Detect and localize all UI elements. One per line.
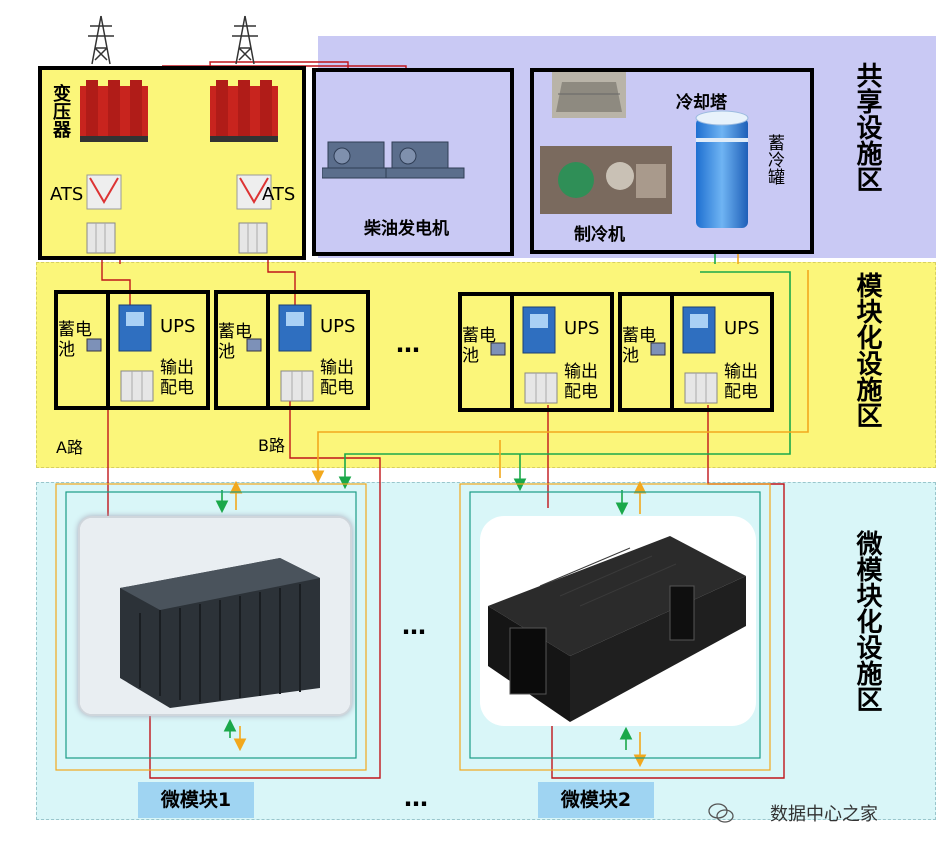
ups-icon [682, 306, 716, 354]
cooling-tower-icon [552, 72, 626, 118]
transformer-icon [80, 80, 148, 142]
output-label: 输出配电 [320, 358, 354, 398]
footer-ellipsis: … [404, 784, 430, 812]
module-divider [106, 294, 110, 406]
module-box-3 [458, 292, 614, 412]
containment-aisle-icon [488, 536, 746, 722]
power-tower-icon [88, 15, 114, 65]
ups-label: UPS [724, 318, 760, 339]
wechat-icon [708, 803, 734, 823]
module-divider [670, 296, 674, 408]
module-box-2 [214, 290, 370, 410]
battery-icon [86, 338, 102, 352]
micro-module-2-image [480, 516, 756, 726]
cabinet-icon [86, 222, 116, 254]
battery-icon [246, 338, 262, 352]
micro-ellipsis: … [402, 612, 428, 640]
output-cabinet-icon [280, 370, 314, 402]
cold-storage-tank-icon [695, 110, 749, 228]
output-cabinet-icon [684, 372, 718, 404]
transformer-icon [210, 80, 278, 142]
ups-label: UPS [160, 316, 196, 337]
output-label: 输出配电 [724, 362, 758, 402]
battery-label: 蓄电池 [58, 320, 92, 360]
ats-switch-icon [86, 174, 122, 210]
module-zone-label: 模块化设施区 [852, 272, 882, 428]
ats-left-label: ATS [50, 184, 84, 205]
micro-block-2-tag: 微模块2 [538, 782, 654, 818]
battery-icon [650, 342, 666, 356]
storage-tank-label: 蓄冷罐 [764, 134, 784, 185]
output-label: 输出配电 [564, 362, 598, 402]
path-a-label: A路 [56, 438, 83, 457]
cabinet-icon [238, 222, 268, 254]
ups-icon [522, 306, 556, 354]
micro-zone-label: 微模块化设施区 [852, 530, 882, 712]
chiller-label: 制冷机 [574, 225, 625, 245]
battery-label: 蓄电池 [218, 322, 252, 362]
server-rack-icon [80, 518, 350, 714]
battery-label: 蓄电池 [462, 326, 496, 366]
ats-switch-icon [236, 174, 272, 210]
output-label: 输出配电 [160, 358, 194, 398]
micro-module-1-image [78, 516, 352, 716]
power-tower-icon [232, 15, 258, 65]
module-divider [510, 296, 514, 408]
shared-zone-label: 共享设施区 [852, 62, 882, 192]
battery-icon [490, 342, 506, 356]
ups-icon [278, 304, 312, 352]
module-box-4 [618, 292, 774, 412]
ats-right-label: ATS [262, 184, 296, 205]
generator-label: 柴油发电机 [364, 219, 449, 239]
ups-label: UPS [320, 316, 356, 337]
micro-block-1-tag: 微模块1 [138, 782, 254, 818]
battery-label: 蓄电池 [622, 326, 656, 366]
ups-label: UPS [564, 318, 600, 339]
module-divider [266, 294, 270, 406]
ups-icon [118, 304, 152, 352]
diesel-generator-icon [322, 141, 465, 179]
module-box-1 [54, 290, 210, 410]
module-ellipsis: … [396, 330, 422, 358]
watermark-text: 数据中心之家 [770, 804, 878, 825]
output-cabinet-icon [120, 370, 154, 402]
output-cabinet-icon [524, 372, 558, 404]
cooling-tower-label: 冷却塔 [676, 93, 727, 113]
transformer-label: 变压器 [50, 84, 71, 138]
chiller-icon [540, 146, 672, 214]
path-b-label: B路 [258, 436, 285, 455]
modular-facility-zone [36, 262, 936, 468]
